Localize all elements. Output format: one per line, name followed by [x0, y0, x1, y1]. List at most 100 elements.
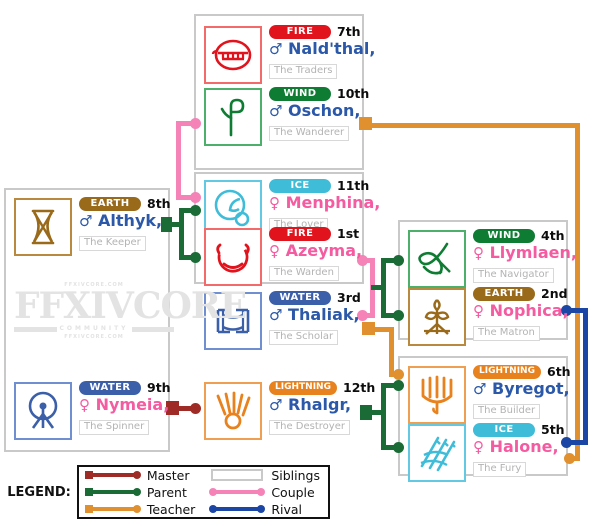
legend-item-rival: Rival	[209, 502, 320, 517]
deity-title: The Traders	[269, 64, 338, 79]
element-badge: LIGHTNING	[269, 380, 337, 395]
deity-name: ♀ Azeyma,	[269, 242, 362, 261]
couple-endpoint-menphina	[190, 192, 201, 203]
legend-label-parent: Parent	[146, 484, 187, 500]
legend-item-siblings: Siblings	[209, 468, 320, 483]
element-badge: ICE	[269, 178, 331, 193]
gender-symbol: ♂	[269, 396, 283, 414]
couple-endpoint-azeyma	[357, 255, 368, 266]
deity-card-azeyma[interactable]: FIRE 1st ♀ Azeyma, The Warden	[204, 226, 362, 286]
deity-card-naldthal[interactable]: FIRE 7th ♂ Nald'thal, The Traders	[204, 24, 375, 84]
element-badge: FIRE	[269, 24, 331, 39]
deity-label: Halone,	[489, 437, 559, 456]
watermark-bar-right	[131, 326, 175, 332]
teacher-swatch-icon	[84, 503, 141, 515]
byregot-glyph	[421, 375, 453, 415]
parent-endpoint-llymlaen	[393, 255, 404, 266]
teacher-line-halone-horizontal	[570, 456, 580, 461]
deity-number: 9th	[147, 380, 171, 395]
parent-line-halone-branch	[381, 445, 399, 450]
gender-symbol: ♂	[269, 306, 283, 324]
deity-number: 7th	[337, 24, 361, 39]
element-badge: WATER	[79, 380, 141, 395]
thaliak-glyph-box	[204, 292, 262, 350]
parent-line-althyk-stem	[166, 222, 184, 227]
gender-symbol: ♀	[269, 242, 280, 260]
rival-line-vertical	[583, 308, 588, 445]
gender-symbol: ♀	[473, 438, 484, 456]
master-endpoint-nymeia	[166, 401, 179, 415]
teacher-endpoint-thaliak	[362, 322, 375, 335]
teacher-endpoint-byregot	[393, 369, 404, 380]
parent-endpoint-menphina	[190, 205, 201, 216]
deity-label: Byregot,	[492, 379, 570, 398]
deity-title: The Navigator	[473, 268, 554, 283]
deity-label: Menphina,	[285, 193, 381, 212]
teacher-line-oschon-horizontal	[366, 123, 580, 128]
legend-column-right: Siblings Couple Rival	[209, 468, 320, 517]
legend-item-parent: Parent	[84, 484, 196, 500]
byregot-glyph-box	[408, 366, 466, 424]
deity-name: ♀ Llymlaen,	[473, 244, 577, 263]
deity-name: ♂ Byregot,	[473, 379, 571, 399]
oschon-glyph	[220, 98, 245, 137]
deity-name: ♀ Halone,	[473, 437, 565, 457]
watermark-sub: COMMUNITY	[59, 325, 129, 332]
couple-swatch-icon	[209, 486, 266, 498]
deity-label: Rhalgr,	[288, 395, 352, 414]
legend-title: LEGEND:	[7, 484, 71, 500]
nymeia-glyph	[28, 391, 58, 429]
gender-symbol: ♀	[79, 396, 90, 414]
deity-card-nymeia[interactable]: WATER 9th ♀ Nymeia, The Spinner	[14, 380, 171, 440]
parent-line-nophica-branch	[381, 313, 399, 318]
teacher-line-oschon-vertical	[575, 123, 580, 461]
parent-line-menphina-branch	[179, 208, 196, 213]
watermark-main: FFXIVCORE	[14, 285, 247, 327]
master-endpoint-rhalgr	[190, 403, 201, 414]
deity-card-thaliak[interactable]: WATER 3rd ♂ Thaliak, The Scholar	[204, 290, 361, 350]
deity-card-nophica[interactable]: EARTH 2nd ♀ Nophica, The Matron	[408, 286, 569, 346]
deity-name: ♂ Althyk,	[79, 212, 171, 231]
rival-swatch-icon	[209, 503, 266, 515]
deity-card-byregot[interactable]: LIGHTNING 6th ♂ Byregot, The Builder	[408, 364, 571, 424]
deity-name: ♂ Nald'thal,	[269, 40, 375, 59]
deity-title: The Spinner	[79, 420, 150, 435]
rival-line-halone-horizontal	[566, 440, 588, 445]
gender-symbol: ♀	[269, 194, 280, 212]
element-badge: WATER	[269, 290, 331, 305]
parent-line-althyk-vertical	[179, 208, 184, 260]
legend-column-left: Master Parent Teacher	[84, 468, 196, 517]
element-badge: WIND	[473, 228, 535, 243]
legend-item-master: Master	[84, 468, 196, 483]
deity-number: 1st	[337, 226, 360, 241]
deity-name: ♂ Oschon,	[269, 102, 369, 121]
llymlaen-glyph-box	[408, 230, 466, 288]
parent-line-rhalgr-vertical	[381, 383, 386, 450]
deity-name: ♀ Nymeia,	[79, 396, 171, 415]
rival-endpoint-nophica	[561, 305, 572, 316]
rhalgr-glyph	[216, 391, 251, 430]
gender-symbol: ♀	[473, 302, 484, 320]
legend-label-teacher: Teacher	[146, 501, 196, 517]
deity-card-oschon[interactable]: WIND 10th ♂ Oschon, The Wanderer	[204, 86, 369, 146]
legend-item-couple: Couple	[209, 485, 320, 500]
watermark: FFXIVCORE.COM FFXIVCORE COMMUNITY FFXIVC…	[14, 282, 247, 340]
deity-number: 12th	[343, 380, 376, 395]
deity-number: 6th	[547, 364, 571, 379]
deity-card-rhalgr[interactable]: LIGHTNING 12th ♂ Rhalgr, The Destroyer	[204, 380, 376, 440]
halone-glyph	[420, 436, 456, 472]
rival-line-nophica-horizontal	[566, 308, 588, 313]
deity-number: 5th	[541, 422, 565, 437]
althyk-glyph	[31, 209, 55, 245]
teacher-endpoint-oschon	[359, 117, 372, 130]
deity-card-llymlaen[interactable]: WIND 4th ♀ Llymlaen, The Navigator	[408, 228, 577, 288]
deity-card-althyk[interactable]: EARTH 8th ♂ Althyk, The Keeper	[14, 196, 171, 256]
gender-symbol: ♂	[473, 380, 487, 398]
legend-item-teacher: Teacher	[84, 501, 196, 517]
menphina-glyph	[214, 189, 250, 227]
deity-card-halone[interactable]: ICE 5th ♀ Halone, The Fury	[408, 422, 565, 482]
sibling-box-keeper-spinner	[4, 188, 170, 452]
llymlaen-glyph	[418, 242, 451, 275]
parent-line-byregot-branch	[381, 383, 399, 388]
master-line-nymeia-rhalgr	[170, 406, 196, 411]
